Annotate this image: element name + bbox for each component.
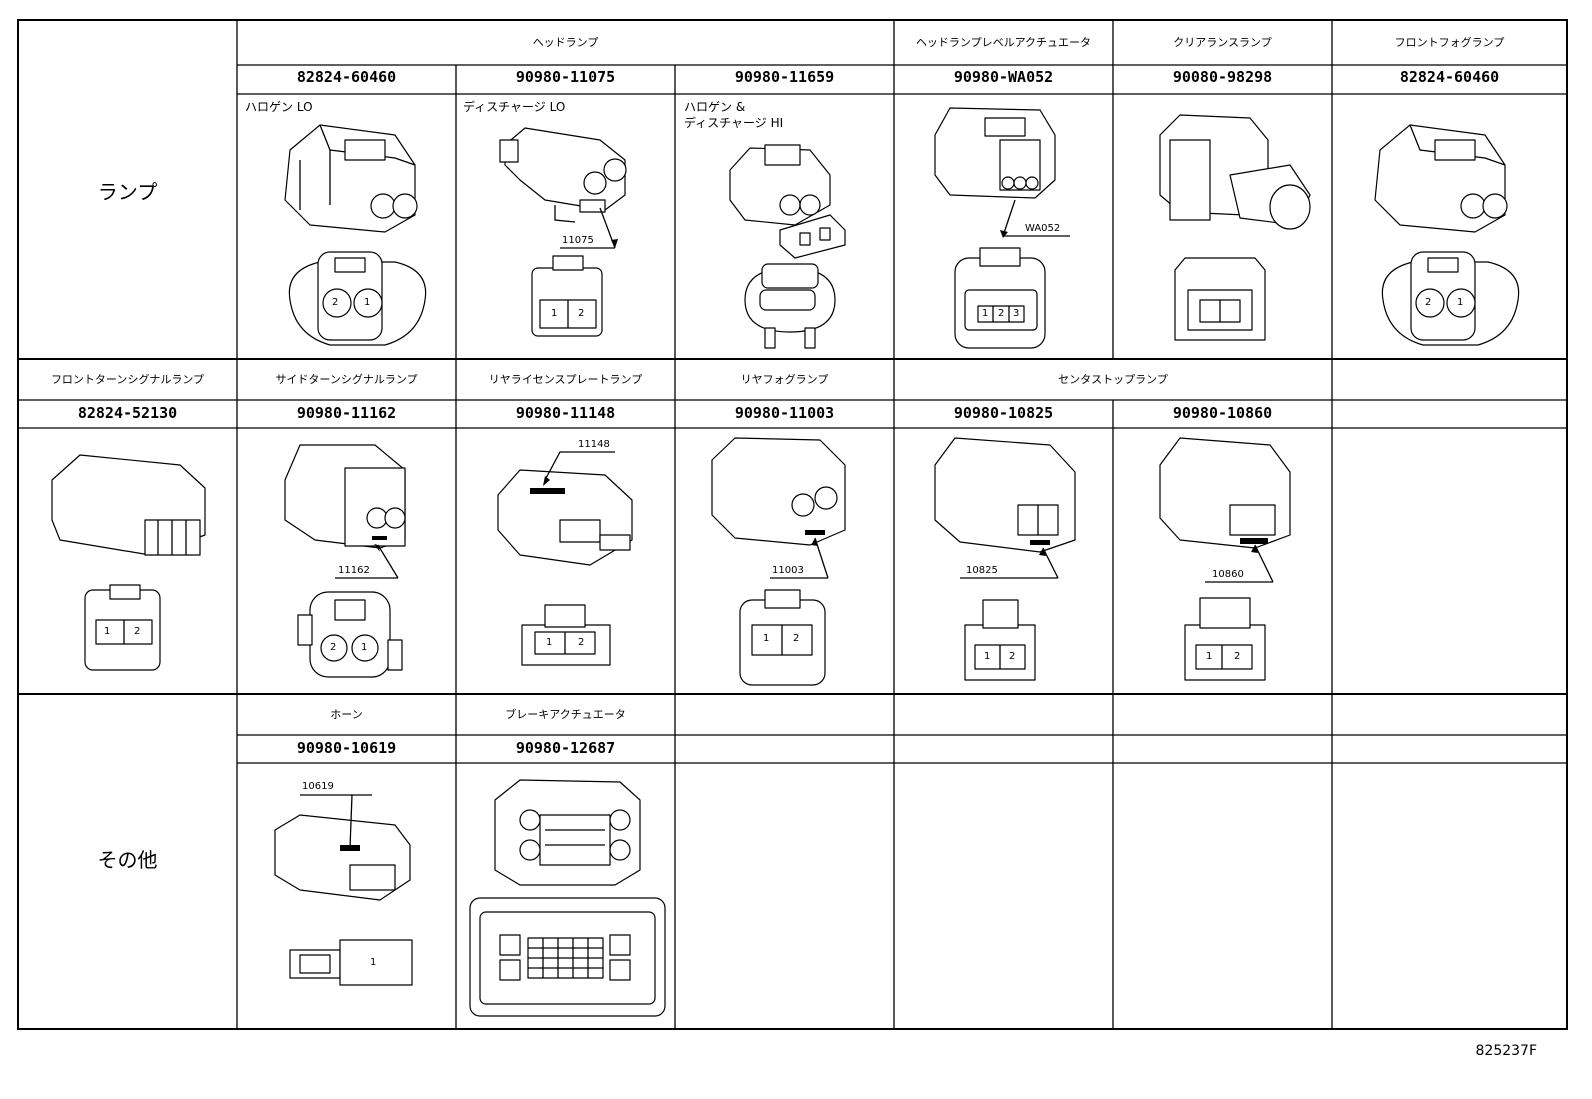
code-10619: 10619 [302, 781, 334, 792]
part-number: 90980-12687 [515, 739, 616, 757]
connector-90980-11075-face [531, 255, 603, 337]
group-headlamp: ヘッドランプ [532, 36, 599, 49]
connector-90980-10825-iso [934, 437, 1076, 579]
connector-90980-11003-face [739, 589, 826, 686]
pin-1: 1 [551, 308, 558, 319]
sublabel-discharge-lo: ディスチャージ LO [463, 100, 566, 114]
connector-90980-10619-iso [274, 794, 411, 901]
part-number: 82824-60460 [296, 68, 397, 86]
pin-1: 1 [1457, 297, 1464, 308]
code-11162: 11162 [338, 565, 370, 576]
connector-90980-11659-face [744, 263, 836, 349]
code-10825: 10825 [966, 565, 998, 576]
group-front-turn-signal: フロントターンシグナルランプ [50, 373, 205, 386]
code-10860: 10860 [1212, 569, 1244, 580]
category-lamp: ランプ [97, 180, 158, 204]
part-number: 90980-10825 [953, 404, 1054, 422]
pin-1: 1 [370, 957, 377, 968]
connector-90980-10860-face [1184, 597, 1266, 681]
part-number: 90980-WA052 [953, 68, 1054, 86]
connector-90980-11162-face [297, 591, 403, 678]
connector-82824-60460-face [288, 251, 427, 346]
part-number: 90980-11659 [734, 68, 835, 86]
pin-2: 2 [1009, 651, 1016, 662]
connector-82824-60460-fog-face [1381, 251, 1520, 346]
connector-82824-52130-iso [51, 454, 206, 556]
part-number: 82824-52130 [77, 404, 178, 422]
part-number: 90980-10860 [1172, 404, 1273, 422]
connector-90980-11148-face [521, 604, 611, 666]
connector-82824-60460-iso [284, 124, 418, 233]
pin-2: 2 [578, 637, 585, 648]
group-brake-actuator: ブレーキアクチュエータ [505, 708, 626, 721]
connector-82824-60460-fog-iso [1374, 124, 1508, 233]
part-number: 90980-11162 [296, 404, 397, 422]
pin-2: 2 [1425, 297, 1432, 308]
figure-id: 825237F [1475, 1043, 1538, 1059]
group-leveling-actuator: ヘッドランプレベルアクチュエータ [915, 36, 1092, 49]
pin-2: 2 [793, 633, 800, 644]
connector-90980-10860-iso [1159, 437, 1291, 583]
pin-1: 1 [364, 297, 371, 308]
connector-90980-WA052-face [954, 247, 1046, 349]
part-number: 90980-11148 [515, 404, 616, 422]
pin-1: 1 [763, 633, 770, 644]
pin-2: 2 [134, 626, 141, 637]
connector-90980-12687-face [469, 897, 666, 1017]
connector-90980-WA052-iso [934, 107, 1070, 238]
code-11003: 11003 [772, 565, 804, 576]
group-center-stop-lamp: センタストップランプ [1058, 373, 1168, 386]
group-clearance-lamp: クリアランスランプ [1173, 36, 1272, 49]
pin-2: 2 [998, 308, 1005, 319]
part-number: 90980-11003 [734, 404, 835, 422]
connector-90980-11003-iso [711, 437, 846, 579]
connector-90980-11148-iso [497, 451, 633, 566]
code-11075: 11075 [562, 235, 594, 246]
part-number: 82824-60460 [1399, 68, 1500, 86]
pin-1: 1 [982, 308, 989, 319]
connector-90980-10825-face [964, 599, 1036, 681]
pin-1: 1 [984, 651, 991, 662]
part-number: 90080-98298 [1172, 68, 1273, 86]
pin-3: 3 [1013, 308, 1020, 319]
group-rear-fog-lamp: リヤフォグランプ [740, 373, 829, 386]
category-other: その他 [97, 848, 158, 872]
sublabel-halogen-lo: ハロゲン LO [245, 100, 313, 114]
pin-2: 2 [578, 308, 585, 319]
connector-90080-98298-iso [1159, 114, 1311, 230]
connector-82824-52130-face [84, 584, 161, 671]
code-wa052: WA052 [1025, 223, 1061, 234]
pin-1: 1 [361, 642, 368, 653]
group-license-plate-lamp: リヤライセンスプレートランプ [488, 373, 643, 386]
connector-90980-11075-iso [499, 127, 627, 249]
pin-1: 1 [104, 626, 111, 637]
connector-90980-10619-face [289, 939, 413, 986]
code-11148: 11148 [578, 439, 610, 450]
pin-1: 1 [546, 637, 553, 648]
group-side-turn-signal: サイドターンシグナルランプ [275, 373, 418, 386]
pin-1: 1 [1206, 651, 1213, 662]
group-front-fog-lamp: フロントフォグランプ [1394, 36, 1505, 49]
pin-2: 2 [1234, 651, 1241, 662]
part-number: 90980-11075 [515, 68, 616, 86]
part-number: 90980-10619 [296, 739, 397, 757]
connector-90980-12687-iso [494, 779, 641, 886]
connector-90980-11659-iso [729, 144, 846, 259]
group-horn: ホーン [330, 708, 363, 721]
connector-90980-11162-iso [284, 444, 406, 579]
pin-2: 2 [332, 297, 339, 308]
connector-90080-98298-face [1174, 257, 1266, 341]
sublabel-halogen-discharge-hi: ハロゲン & ディスチャージ HI [684, 100, 784, 130]
pin-2: 2 [330, 642, 337, 653]
